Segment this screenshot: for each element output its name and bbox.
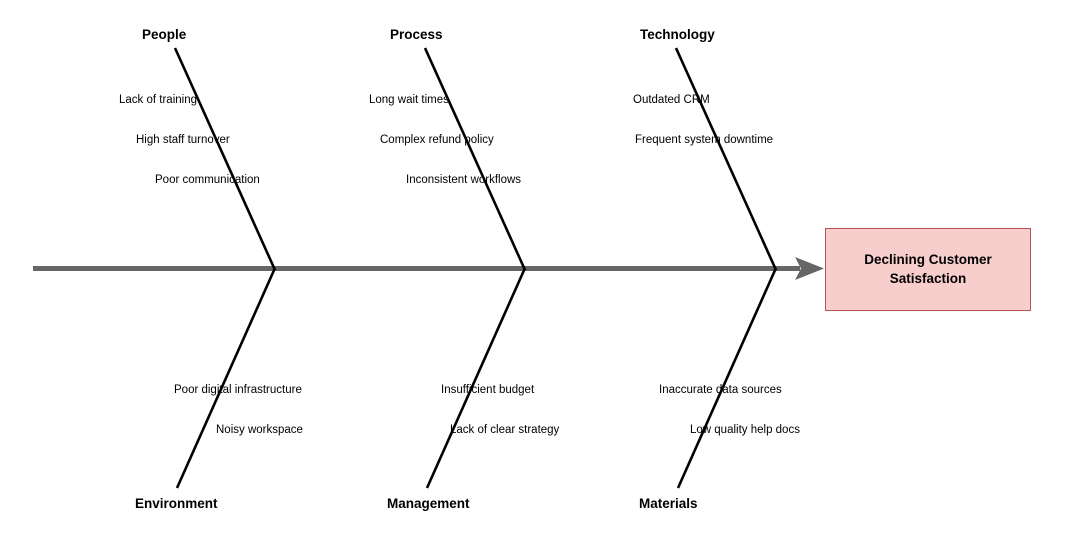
bone-management	[425, 267, 527, 489]
cause-label[interactable]: Outdated CRM	[633, 94, 710, 106]
effect-box-label-line2: Satisfaction	[889, 270, 967, 286]
category-label-management[interactable]: Management	[387, 496, 470, 511]
cause-label[interactable]: Frequent system downtime	[635, 134, 774, 146]
spine-arrowhead	[795, 257, 824, 280]
effect-box[interactable]: Declining Customer Satisfaction	[825, 228, 1031, 311]
cause-label[interactable]: Poor digital infrastructure	[174, 384, 302, 396]
effect-box-label-line1: Declining Customer	[864, 252, 992, 268]
cause-label[interactable]: Noisy workspace	[216, 424, 303, 436]
category-label-people[interactable]: People	[142, 27, 187, 42]
cause-label[interactable]: Poor communication	[155, 174, 260, 186]
category-label-materials[interactable]: Materials	[639, 496, 698, 511]
cause-label[interactable]: Long wait times	[369, 94, 449, 106]
cause-label[interactable]: High staff turnover	[136, 134, 230, 146]
cause-label[interactable]: Insufficient budget	[441, 384, 535, 396]
cause-label[interactable]: Lack of training	[119, 94, 197, 106]
bone-people	[173, 47, 277, 271]
cause-label[interactable]: Inconsistent workflows	[406, 174, 522, 186]
category-label-process[interactable]: Process	[390, 27, 443, 42]
cause-label[interactable]: Inaccurate data sources	[659, 384, 782, 396]
cause-label[interactable]: Complex refund policy	[380, 134, 494, 146]
category-label-environment[interactable]: Environment	[135, 496, 218, 511]
effect-box-label: Declining Customer Satisfaction	[854, 251, 1002, 287]
bone-process	[423, 47, 527, 271]
bone-technology	[674, 47, 778, 271]
cause-label[interactable]: Lack of clear strategy	[450, 424, 560, 436]
cause-label[interactable]: Low quality help docs	[690, 424, 800, 436]
bone-environment	[175, 267, 277, 489]
bone-materials	[676, 267, 778, 489]
category-label-technology[interactable]: Technology	[640, 27, 715, 42]
